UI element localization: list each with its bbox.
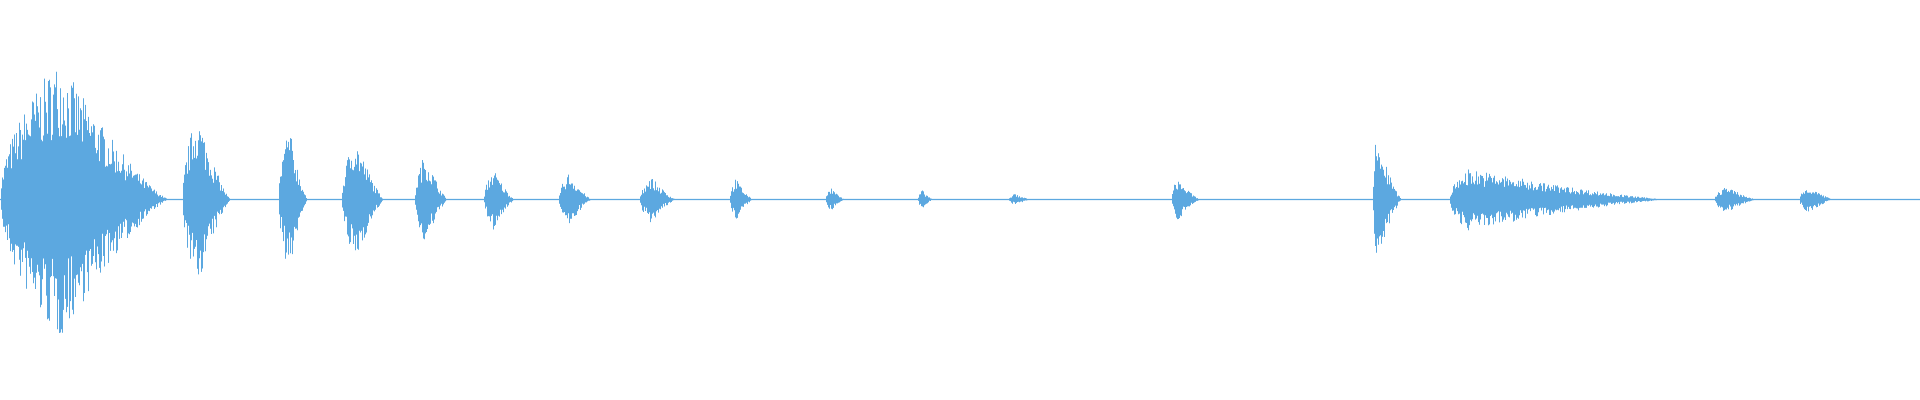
waveform-signal — [0, 71, 1920, 333]
